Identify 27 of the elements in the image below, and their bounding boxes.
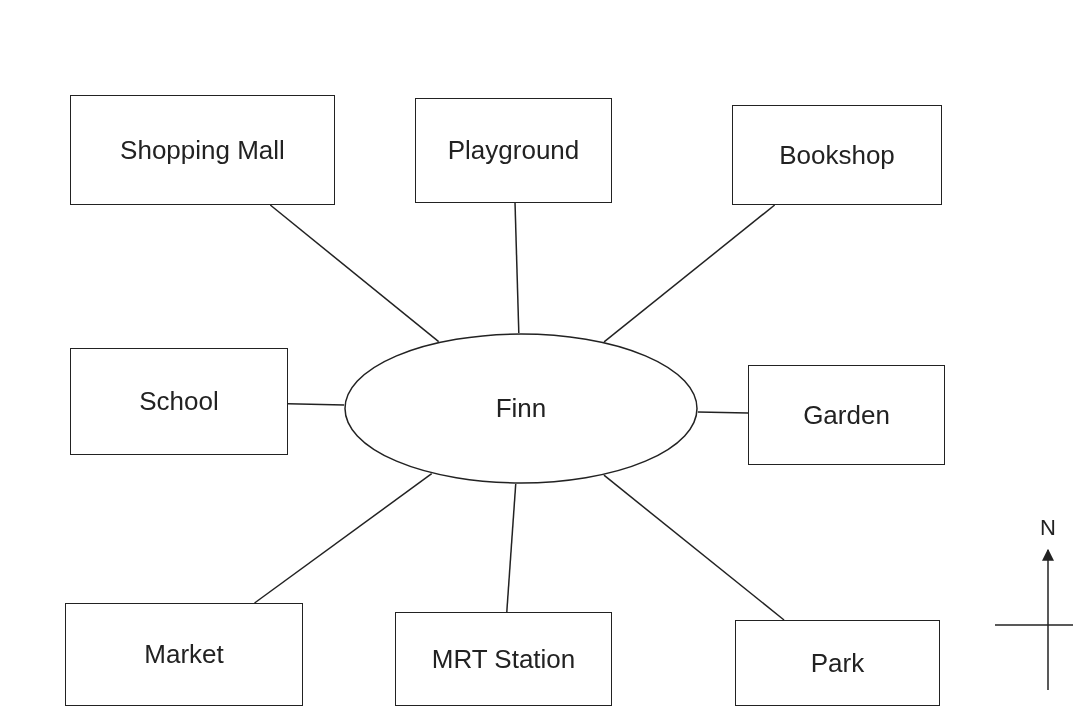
- place-box: [735, 620, 940, 706]
- place-name: Park: [810, 647, 865, 679]
- place-name: Playground: [447, 135, 580, 166]
- connector-line: [506, 483, 517, 613]
- place-name: MRT Station: [431, 643, 576, 675]
- place-name: School: [139, 386, 219, 417]
- place-box: [415, 98, 612, 203]
- place-name: Garden: [803, 399, 890, 431]
- place-name: Bookshop: [779, 139, 895, 171]
- place-box: [748, 365, 945, 465]
- connector-line: [253, 472, 433, 604]
- connector-line: [287, 403, 345, 406]
- center-ellipse: [344, 333, 698, 484]
- connector-line: [603, 474, 785, 621]
- place-box: [70, 348, 288, 455]
- place-name: Finn: [495, 393, 547, 424]
- connector-line: [697, 411, 749, 414]
- north-label: N: [1040, 515, 1056, 541]
- place-box: [65, 603, 303, 706]
- connector-line: [269, 204, 440, 343]
- place-box: [732, 105, 942, 205]
- place-name: Shopping Mall: [120, 134, 285, 166]
- connector-line: [514, 202, 520, 334]
- place-name: Market: [144, 639, 224, 670]
- connector-line: [603, 204, 776, 343]
- place-box: [70, 95, 335, 205]
- place-box: [395, 612, 612, 706]
